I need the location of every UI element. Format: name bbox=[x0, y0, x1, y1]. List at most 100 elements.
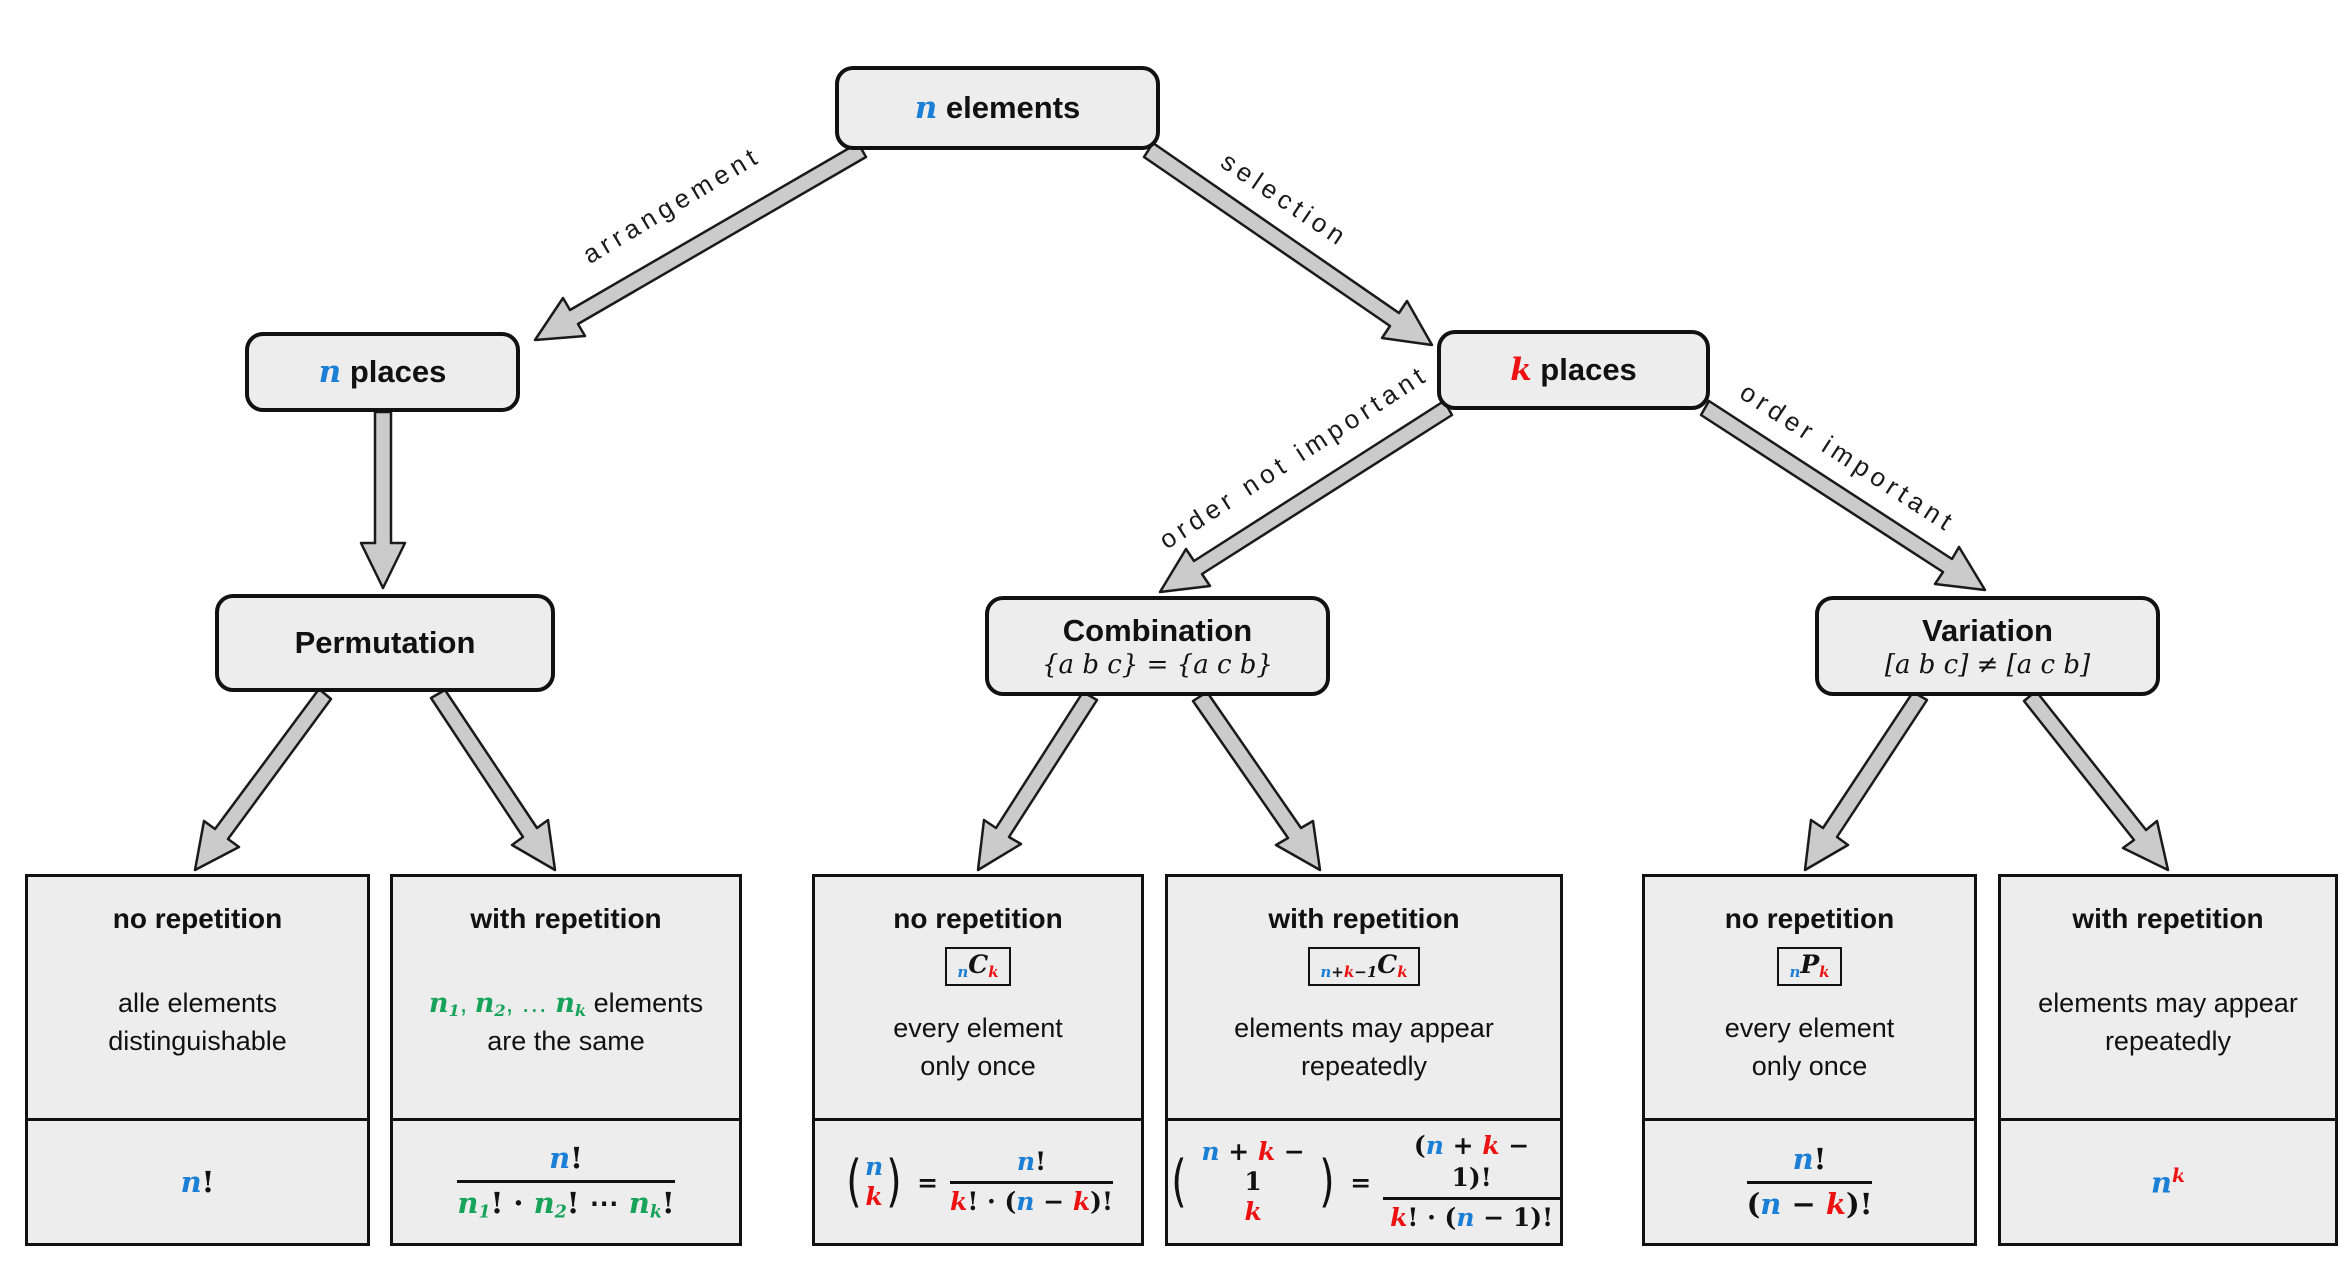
desc-line-2: distinguishable bbox=[108, 1025, 287, 1056]
arrow-combination-to-no-repetition bbox=[976, 690, 1099, 872]
node-combination-title: Combination bbox=[1062, 612, 1253, 648]
desc-line-2: only once bbox=[1751, 1051, 1868, 1082]
leaf-combination-no-repetition: no repetition nCk every element only onc… bbox=[812, 874, 1144, 1246]
desc-line-2: repeatedly bbox=[1300, 1051, 1428, 1082]
leaf-permutation-no-repetition: no repetition alle elements distinguisha… bbox=[25, 874, 370, 1246]
node-combination-subtitle: {a b c} = {a c b} bbox=[1042, 649, 1273, 680]
desc-line-1: n1, n2, … nk elements bbox=[428, 987, 704, 1020]
formula-binomial: ( n k ) = n! k! · (n − k)! bbox=[843, 1146, 1113, 1218]
leaf-description: alle elements distinguishable bbox=[108, 985, 287, 1061]
leaf-description-wrap: elements may appear repeatedly bbox=[1234, 986, 1494, 1110]
desc-line-1: elements may appear bbox=[2038, 987, 2298, 1018]
binomial-top: n + k − 1 bbox=[1201, 1137, 1305, 1196]
leaf-variation-with-repetition: with repetition elements may appear repe… bbox=[1998, 874, 2338, 1246]
node-n-places-title: n places bbox=[318, 354, 447, 390]
leaf-header: no repetition nPk every element only onc… bbox=[1645, 877, 1974, 1118]
leaf-formula-section: n! (n − k)! bbox=[1645, 1118, 1974, 1243]
leaf-title: with repetition bbox=[470, 903, 662, 934]
arrow-permutation-to-with-repetition bbox=[429, 688, 557, 872]
node-variation: Variation [a b c] ≠ [a c b] bbox=[1815, 596, 2160, 696]
binomial-stack: n k bbox=[865, 1152, 883, 1212]
leaf-title: with repetition bbox=[2072, 903, 2264, 934]
leaf-variation-no-repetition: no repetition nPk every element only onc… bbox=[1642, 874, 1977, 1246]
binomial-top: n bbox=[864, 1152, 884, 1181]
arrow-nplaces-to-permutation bbox=[359, 410, 407, 590]
binomial-stack: n + k − 1 k bbox=[1190, 1137, 1316, 1227]
node-combination: Combination {a b c} = {a c b} bbox=[985, 596, 1330, 696]
leaf-description: every element only once bbox=[893, 1010, 1063, 1086]
right-paren: ) bbox=[886, 1149, 902, 1215]
leaf-description-wrap: alle elements distinguishable bbox=[108, 935, 287, 1110]
arrow-selection bbox=[1142, 141, 1434, 347]
node-variation-title: Variation bbox=[1922, 612, 2053, 648]
leaf-combination-with-repetition: with repetition n+k−1Ck elements may app… bbox=[1165, 874, 1563, 1246]
leaf-description-wrap: elements may appear repeatedly bbox=[2038, 935, 2298, 1110]
node-n-places: n places bbox=[245, 332, 520, 412]
node-k-places: k places bbox=[1437, 330, 1710, 410]
symbol-badge-nCk: nCk bbox=[945, 947, 1011, 987]
left-paren: ( bbox=[1171, 1149, 1187, 1215]
leaf-formula-section: n! bbox=[28, 1118, 367, 1243]
right-paren: ) bbox=[1319, 1149, 1335, 1215]
equals-sign: = bbox=[917, 1167, 939, 1197]
formula-binomial: ( n + k − 1 k ) = (n + k − 1)! k! · (n −… bbox=[1168, 1130, 1560, 1235]
fraction-numerator: n! bbox=[1746, 1141, 1873, 1184]
desc-line-1: elements may appear bbox=[1234, 1013, 1494, 1044]
equals-sign: = bbox=[1350, 1167, 1372, 1197]
leaf-header: with repetition n+k−1Ck elements may app… bbox=[1168, 877, 1560, 1118]
formula-permutation: n! (n − k)! bbox=[1746, 1141, 1873, 1223]
leaf-header: no repetition nCk every element only onc… bbox=[815, 877, 1141, 1118]
desc-line-1: alle elements bbox=[117, 987, 278, 1018]
leaf-formula-section: ( n k ) = n! k! · (n − k)! bbox=[815, 1118, 1141, 1243]
leaf-description: every element only once bbox=[1725, 1010, 1895, 1086]
arrow-combination-to-with-repetition bbox=[1191, 690, 1322, 872]
leaf-description-wrap: n1, n2, … nk elements are the same bbox=[429, 935, 703, 1110]
arrow-order-not-important bbox=[1158, 399, 1454, 594]
node-n-elements: n elements bbox=[835, 66, 1160, 150]
binomial-bottom: k bbox=[1244, 1197, 1262, 1226]
fraction-denominator: k! · (n − k)! bbox=[950, 1186, 1113, 1216]
binomial-bottom: k bbox=[865, 1182, 883, 1211]
fraction-numerator: (n + k − 1)! bbox=[1383, 1130, 1560, 1200]
leaf-description-wrap: every element only once bbox=[1725, 986, 1895, 1110]
leaf-title: no repetition bbox=[893, 903, 1063, 934]
node-permutation: Permutation bbox=[215, 594, 555, 692]
binomial-coefficient: ( n k ) bbox=[843, 1152, 905, 1212]
binomial-coefficient: ( n + k − 1 k ) bbox=[1168, 1137, 1338, 1227]
node-variation-subtitle: [a b c] ≠ [a c b] bbox=[1884, 649, 2091, 680]
symbol-badge-nPk: nPk bbox=[1777, 947, 1842, 987]
leaf-formula-section: n! n1! · n2! ⋯ nk! bbox=[393, 1118, 739, 1243]
fraction-denominator: (n − k)! bbox=[1746, 1186, 1873, 1221]
leaf-header: with repetition n1, n2, … nk elements ar… bbox=[393, 877, 739, 1118]
fraction: n! n1! · n2! ⋯ nk! bbox=[457, 1140, 675, 1224]
leaf-permutation-with-repetition: with repetition n1, n2, … nk elements ar… bbox=[390, 874, 742, 1246]
desc-line-2: repeatedly bbox=[2104, 1025, 2232, 1056]
node-n-elements-title: n elements bbox=[914, 90, 1081, 126]
leaf-formula-section: nk bbox=[2001, 1118, 2335, 1243]
leaf-formula-section: ( n + k − 1 k ) = (n + k − 1)! k! · (n −… bbox=[1168, 1118, 1560, 1243]
symbol-badge-n+k-1Ck: n+k−1Ck bbox=[1308, 947, 1420, 987]
fraction: (n + k − 1)! k! · (n − 1)! bbox=[1383, 1130, 1560, 1235]
fraction-denominator: n1! · n2! ⋯ nk! bbox=[457, 1185, 675, 1223]
fraction: n! (n − k)! bbox=[1746, 1141, 1873, 1223]
desc-line-1: every element bbox=[893, 1013, 1063, 1044]
formula-n-power-k: nk bbox=[2150, 1164, 2186, 1200]
leaf-header: with repetition elements may appear repe… bbox=[2001, 877, 2335, 1118]
leaf-title: no repetition bbox=[112, 903, 283, 934]
fraction-numerator: n! bbox=[457, 1140, 675, 1183]
arrow-permutation-to-no-repetition bbox=[193, 687, 333, 872]
node-k-places-title: k places bbox=[1510, 352, 1637, 388]
leaf-header: no repetition alle elements distinguisha… bbox=[28, 877, 367, 1118]
left-paren: ( bbox=[846, 1149, 862, 1215]
fraction-denominator: k! · (n − 1)! bbox=[1390, 1202, 1554, 1232]
leaf-description-wrap: every element only once bbox=[893, 986, 1063, 1110]
desc-line-2: only once bbox=[920, 1051, 1036, 1082]
formula-n-factorial: n! bbox=[180, 1165, 215, 1199]
arrow-variation-to-with-repetition bbox=[2022, 689, 2170, 872]
arrow-order-important bbox=[1699, 399, 1987, 592]
leaf-description: elements may appear repeatedly bbox=[2038, 985, 2298, 1061]
node-permutation-title: Permutation bbox=[294, 625, 476, 660]
leaf-title: with repetition bbox=[1268, 903, 1460, 934]
